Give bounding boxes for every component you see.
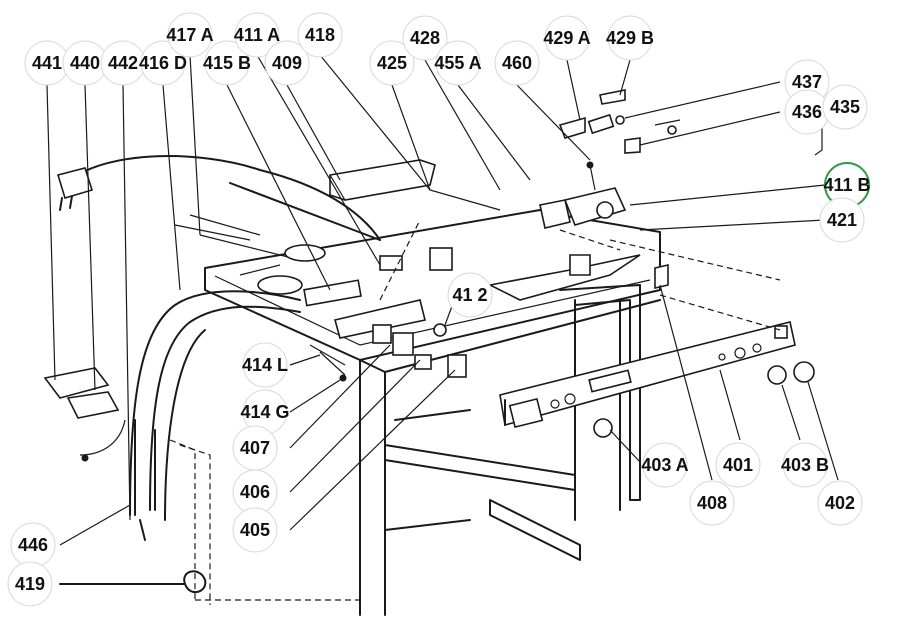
callout-bubble [232, 507, 278, 553]
callout-442: 442 [100, 40, 146, 86]
callout-418: 418 [297, 12, 343, 58]
callout-label: 402 [825, 493, 855, 513]
callout-label: 407 [240, 438, 270, 458]
callout-label: 403 A [641, 455, 688, 475]
callout-label: 403 B [781, 455, 829, 475]
drawing-line-art [43, 89, 815, 616]
callout-label: 411 B [823, 175, 870, 195]
callout-bubble [7, 561, 53, 607]
callout-411a: 411 A [234, 12, 280, 58]
callout-bubble [204, 40, 250, 86]
callout-412: 41 2 [447, 272, 493, 318]
callout-bubble [167, 12, 213, 58]
callout-label: 440 [70, 53, 100, 73]
callout-bubble [402, 15, 448, 61]
callout-label: 428 [410, 28, 440, 48]
callout-bubble [607, 15, 653, 61]
callout-441: 441 [24, 40, 70, 86]
callout-label: 408 [697, 493, 727, 513]
callout-435: 435 [822, 84, 868, 130]
callout-411b: 411 B [823, 162, 871, 208]
callout-label: 429 A [543, 28, 590, 48]
callout-bubble [297, 12, 343, 58]
callout-label: 416 D [139, 53, 187, 73]
callout-bubble [544, 15, 590, 61]
callout-436: 436 [784, 89, 830, 135]
callout-label: 41 2 [452, 285, 487, 305]
callout-bubble [819, 197, 865, 243]
callout-414g: 414 G [240, 389, 290, 435]
callout-label: 421 [827, 210, 857, 230]
callout-bubble [715, 442, 761, 488]
callout-label: 429 B [606, 28, 654, 48]
callout-label: 406 [240, 482, 270, 502]
callout-bubble [642, 442, 688, 488]
callout-label: 460 [502, 53, 532, 73]
callout-bubble [822, 84, 868, 130]
callout-428: 428 [402, 15, 448, 61]
callout-409: 409 [264, 40, 310, 86]
callout-bubble [782, 442, 828, 488]
callout-label: 414 G [240, 402, 289, 422]
callout-label: 405 [240, 520, 270, 540]
callout-bubble [447, 272, 493, 318]
callout-421: 421 [819, 197, 865, 243]
callout-bubble [242, 342, 288, 388]
callout-417a: 417 A [166, 12, 214, 58]
callout-label: 455 A [434, 53, 481, 73]
callout-429b: 429 B [606, 15, 654, 61]
callout-bubble [234, 12, 280, 58]
leader-lines [46, 54, 839, 585]
callout-label: 418 [305, 25, 335, 45]
callout-label: 419 [15, 574, 45, 594]
callout-bubble [140, 40, 186, 86]
callout-label: 401 [723, 455, 753, 475]
callout-label: 425 [377, 53, 407, 73]
callout-label: 446 [18, 535, 48, 555]
callout-label: 409 [272, 53, 302, 73]
callout-bubble [817, 480, 863, 526]
callout-bubble [264, 40, 310, 86]
callout-407: 407 [232, 425, 278, 471]
callout-455a: 455 A [434, 40, 482, 86]
callout-414l: 414 L [242, 342, 288, 388]
callout-408: 408 [689, 480, 735, 526]
callout-label: 437 [792, 72, 822, 92]
callout-bubble [369, 40, 415, 86]
callout-bubble [435, 40, 481, 86]
callout-403b: 403 B [781, 442, 829, 488]
callout-label: 415 B [203, 53, 251, 73]
callout-440: 440 [62, 40, 108, 86]
callout-label: 436 [792, 102, 822, 122]
callout-429a: 429 A [543, 15, 591, 61]
callout-415b: 415 B [203, 40, 251, 86]
callout-401: 401 [715, 442, 761, 488]
callout-403a: 403 A [641, 442, 689, 488]
callout-label: 417 A [166, 25, 213, 45]
callout-425: 425 [369, 40, 415, 86]
callout-bubble [494, 40, 540, 86]
callout-419: 419 [7, 561, 53, 607]
callout-406: 406 [232, 469, 278, 515]
callout-label: 411 A [234, 25, 280, 45]
callout-405: 405 [232, 507, 278, 553]
callout-446: 446 [10, 522, 56, 568]
callout-416d: 416 D [139, 40, 187, 86]
callout-label: 441 [32, 53, 62, 73]
callout-label: 435 [830, 97, 860, 117]
callout-460: 460 [494, 40, 540, 86]
callout-label: 442 [108, 53, 138, 73]
callout-402: 402 [817, 480, 863, 526]
callout-bubble [689, 480, 735, 526]
callout-label: 414 L [242, 355, 288, 375]
